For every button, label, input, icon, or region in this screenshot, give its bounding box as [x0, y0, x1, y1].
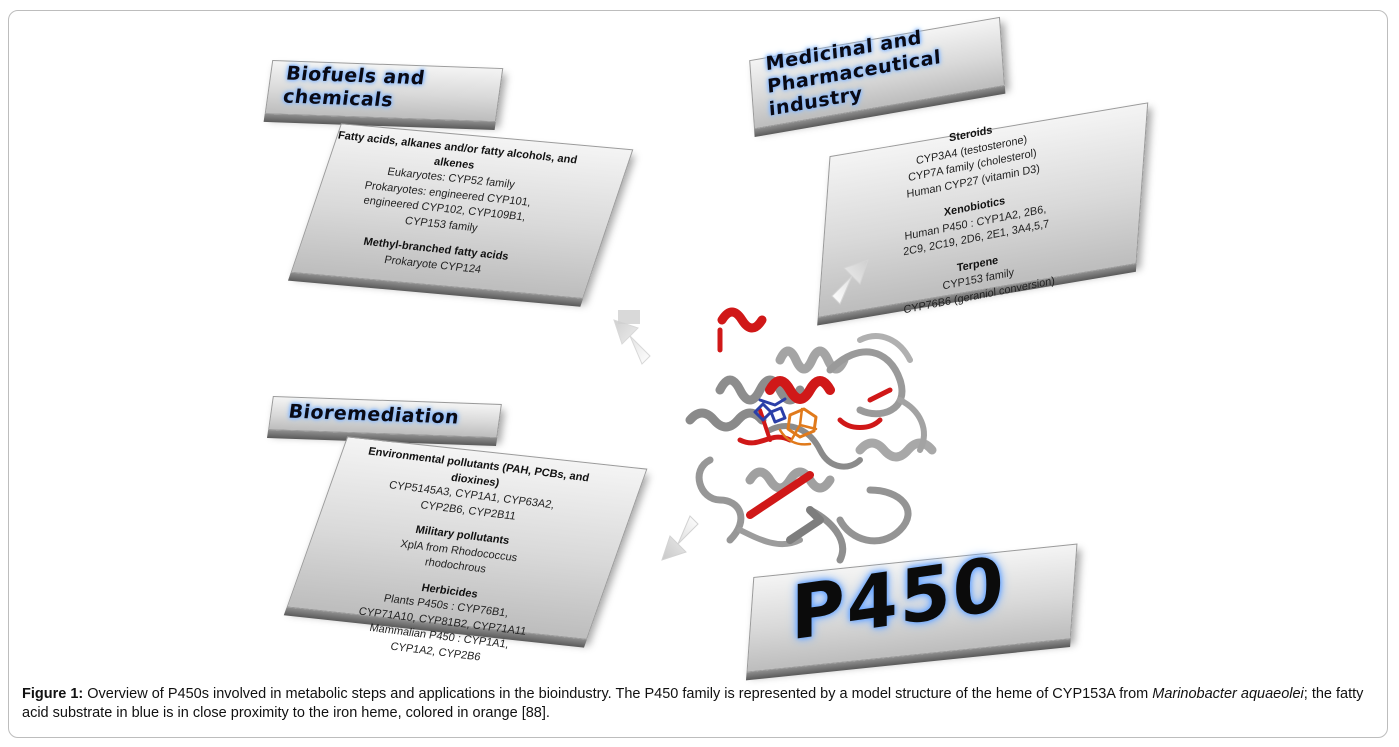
caption-text-1: Overview of P450s involved in metabolic …: [83, 686, 1153, 702]
caption-label: Figure 1:: [22, 686, 84, 702]
figure-caption: Figure 1: Overview of P450s involved in …: [22, 685, 1372, 723]
bioremediation-header-tile: Bioremediation: [266, 395, 502, 446]
arrow-to-biofuels: [604, 310, 660, 366]
biofuels-header: Biofuels and chemicals: [281, 62, 427, 112]
biofuels-header-tile: Biofuels and chemicals: [263, 59, 504, 131]
diagram: Biofuels and chemicals Fatty acids, alka…: [263, 16, 1149, 681]
biofuels-body-text: Fatty acids, alkanes and/or fatty alcoho…: [307, 128, 584, 286]
arrow-up-left-icon: [613, 310, 651, 365]
caption-species: Marinobacter aquaeolei: [1152, 686, 1304, 702]
figure-frame: [8, 10, 1388, 738]
arrow-up-right-icon: [831, 259, 869, 305]
p450-protein-structure-image: [685, 307, 937, 564]
arrow-to-medicinal: [822, 250, 878, 306]
bioremediation-body-text: Environmental pollutants (PAH, PCBs, and…: [300, 442, 615, 677]
caption-text-2: ; the fatty acid substrate in blue is in…: [22, 686, 1364, 721]
arrow-to-bioremediation: [652, 514, 708, 570]
arrow-down-left-icon: [661, 515, 699, 561]
medicinal-header-tile: Medicinal and Pharmaceutical industry: [749, 16, 1006, 138]
